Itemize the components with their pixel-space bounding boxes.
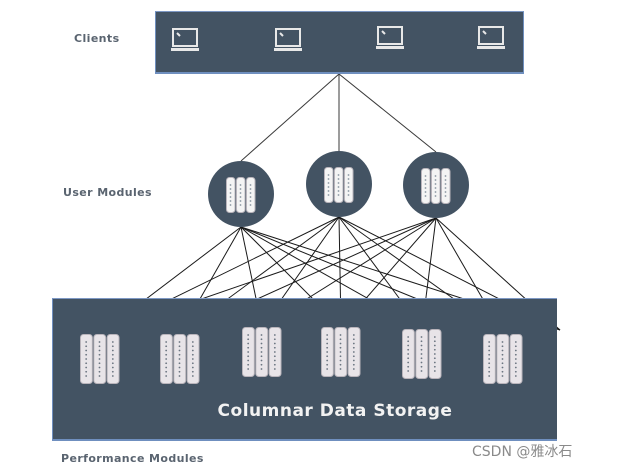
server-rack-icon <box>323 167 355 207</box>
server-rack-icon <box>159 334 201 386</box>
laptop-icon <box>375 25 405 51</box>
watermark: CSDN @雅冰石 <box>472 444 573 460</box>
clients-label: Clients <box>74 32 120 45</box>
link-clients-to-um-1 <box>240 73 340 162</box>
server-rack-icon <box>320 327 362 379</box>
link-clients-to-um-3 <box>338 73 437 153</box>
performance-modules-label: Performance Modules <box>61 452 204 465</box>
server-rack-icon <box>482 334 524 386</box>
clients-panel <box>155 11 524 74</box>
server-rack-icon <box>401 329 443 381</box>
laptop-icon <box>476 25 506 51</box>
user-module-node <box>208 161 274 227</box>
laptop-icon <box>170 27 200 53</box>
server-rack-icon <box>241 327 283 379</box>
storage-title: Columnar Data Storage <box>217 401 453 421</box>
server-rack-icon <box>420 168 452 208</box>
server-rack-icon <box>225 177 257 217</box>
laptop-icon <box>273 27 303 53</box>
columnar-storage-panel: Columnar Data Storage <box>52 298 557 441</box>
user-modules-label: User Modules <box>63 186 152 199</box>
user-module-node <box>403 152 469 218</box>
server-rack-icon <box>79 334 121 386</box>
user-module-node <box>306 151 372 217</box>
